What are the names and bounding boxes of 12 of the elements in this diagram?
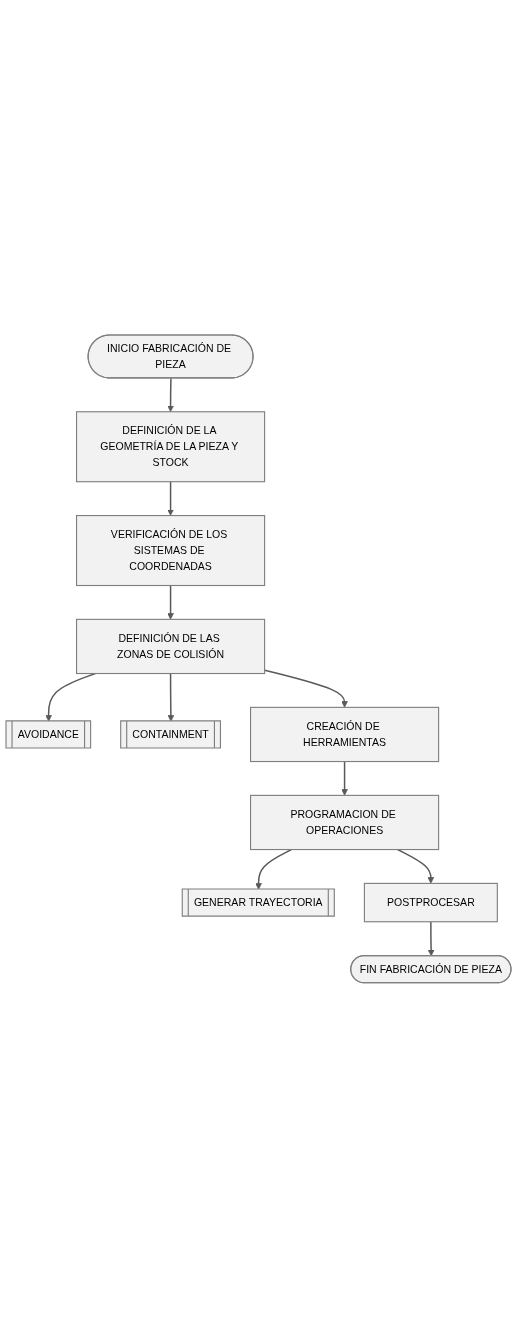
- node-box: DEFINICIÓN DE LAS ZONAS DE COLISIÓN: [75, 618, 266, 674]
- arrow: [167, 480, 174, 516]
- arrow: [427, 920, 435, 956]
- node-box: CREACIÓN DE HERRAMIENTAS: [249, 706, 440, 762]
- node-box: VERIFICACIÓN DE LOS SISTEMAS DE COORDENADAS: [75, 514, 266, 586]
- arrow: [396, 848, 435, 884]
- arrow: [341, 760, 348, 796]
- arrow: [167, 584, 174, 620]
- node-box: POSTPROCESAR: [363, 882, 498, 922]
- node-box: PROGRAMACION DE OPERACIONES: [249, 794, 440, 850]
- node-box: DEFINICIÓN DE LA GEOMETRÍA DE LA PIEZA Y STOCK: [75, 410, 266, 482]
- arrow: [167, 377, 174, 412]
